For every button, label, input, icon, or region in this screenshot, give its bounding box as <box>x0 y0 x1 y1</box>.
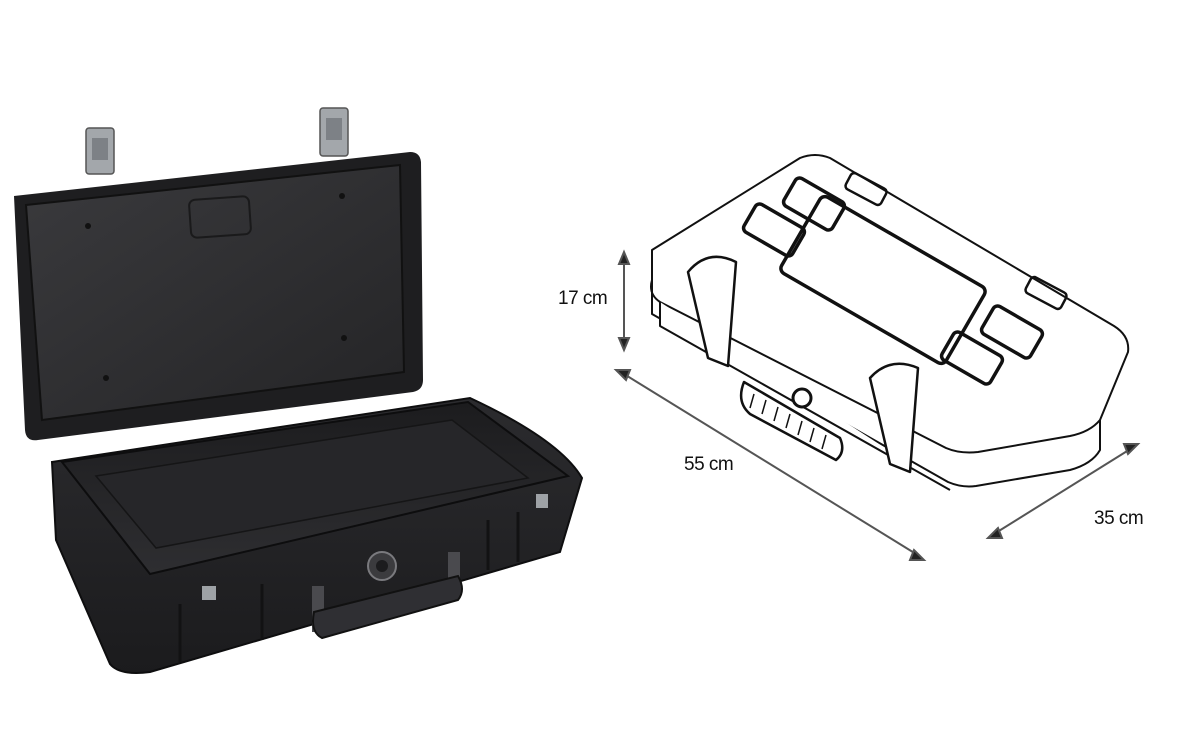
carry-handle <box>312 552 463 640</box>
pressure-valve-icon <box>367 551 397 581</box>
diagram-handle <box>739 380 844 462</box>
closed-case-line-drawing <box>613 154 1141 561</box>
height-dimension-label: 17 cm <box>558 288 608 309</box>
open-case-illustration <box>14 107 584 674</box>
open-case-photo <box>14 107 584 674</box>
dimension-diagram: 17 cm 55 cm 35 cm <box>540 130 1200 590</box>
lid-label-recess <box>188 195 252 239</box>
diagram-latch-left <box>686 255 738 368</box>
lid-latch-left <box>85 127 115 175</box>
case-base <box>50 396 584 674</box>
length-arrow <box>623 373 917 555</box>
lid-latch-right <box>319 107 349 157</box>
case-lid <box>14 152 423 441</box>
diagram-pressure-valve-icon <box>791 387 813 409</box>
length-dimension-label: 55 cm <box>684 454 734 475</box>
case-lid-outline <box>650 154 1130 454</box>
dimension-arrows <box>613 249 1141 561</box>
lid-center-panel <box>779 194 987 366</box>
base-latch-left <box>202 586 216 600</box>
base-latch-right <box>536 494 548 508</box>
width-arrow <box>993 447 1133 535</box>
width-dimension-label: 35 cm <box>1094 508 1144 529</box>
diagram-latch-right <box>868 362 920 474</box>
